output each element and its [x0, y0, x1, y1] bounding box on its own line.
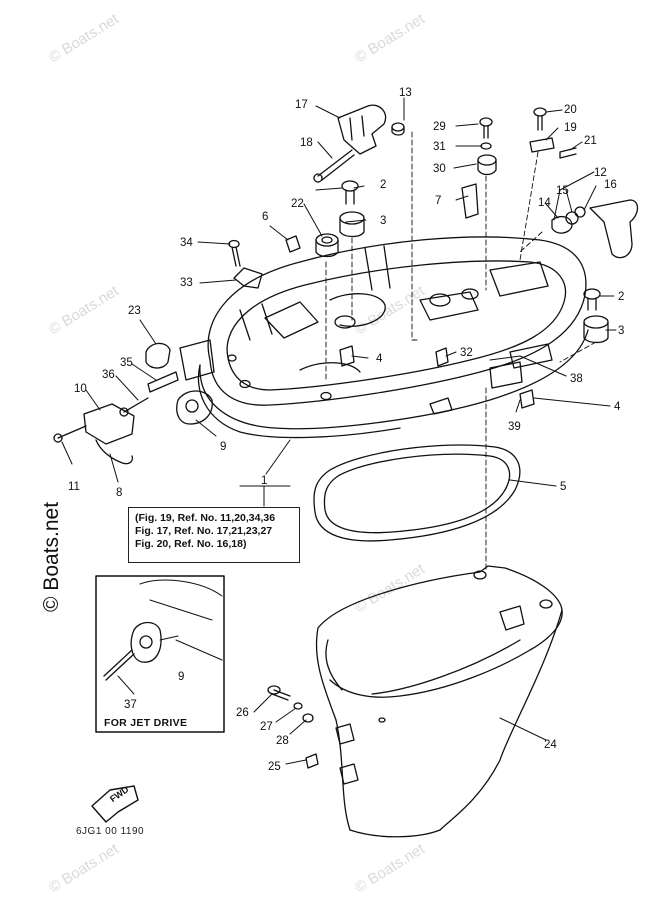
callout-16: 16: [604, 179, 617, 191]
callout-25: 25: [268, 761, 281, 773]
jet-drive-label: FOR JET DRIVE: [104, 717, 188, 729]
callout-11: 11: [68, 481, 80, 493]
drawing-code: 6JG1 00 1190: [76, 826, 145, 837]
callout-9-inset: 9: [178, 671, 184, 683]
callout-24: 24: [544, 739, 557, 751]
callout-12: 12: [594, 167, 607, 179]
bottom-cover: [315, 565, 563, 838]
callout-8: 8: [116, 487, 122, 499]
callout-28: 28: [276, 735, 289, 747]
callout-33: 33: [180, 277, 193, 289]
callout-3-right: 3: [618, 325, 624, 337]
callout-4-right: 4: [614, 401, 621, 413]
callout-35: 35: [120, 357, 133, 369]
callout-labels: 17 18 13 2 3 22 6 34 33 23 35 36 10 11 8…: [68, 87, 624, 773]
callout-5: 5: [560, 481, 566, 493]
jet-drive-inset: [95, 575, 225, 733]
callout-10: 10: [74, 383, 87, 395]
callout-19: 19: [564, 122, 577, 134]
alignment-lines: [325, 131, 597, 571]
callout-37: 37: [124, 699, 137, 711]
callout-7: 7: [435, 195, 441, 207]
callout-6: 6: [262, 211, 268, 223]
callout-2: 2: [380, 179, 386, 191]
note-line: Fig. 17, Ref. No. 17,21,23,27: [135, 525, 273, 537]
note-line: Fig. 20, Ref. No. 16,18): [135, 538, 247, 550]
bottom-cowling: [179, 236, 589, 439]
callout-26: 26: [236, 707, 249, 719]
callout-4: 4: [376, 353, 383, 365]
leader-lines: [61, 97, 617, 765]
hardware-parts: [53, 104, 639, 769]
callout-9: 9: [220, 441, 226, 453]
callout-1: 1: [261, 475, 267, 487]
callout-34: 34: [180, 237, 193, 249]
callout-22: 22: [291, 198, 304, 210]
reference-note: (Fig. 19, Ref. No. 11,20,34,36 Fig. 17, …: [128, 507, 300, 563]
callout-30: 30: [433, 163, 446, 175]
callout-38: 38: [570, 373, 583, 385]
callout-17: 17: [295, 99, 308, 111]
callout-32: 32: [460, 347, 473, 359]
callout-21: 21: [584, 135, 597, 147]
callout-18: 18: [300, 137, 313, 149]
callout-15: 15: [556, 185, 569, 197]
callout-36: 36: [102, 369, 115, 381]
callout-31: 31: [433, 141, 446, 153]
callout-3: 3: [380, 215, 386, 227]
callout-20: 20: [564, 104, 577, 116]
callout-2-right: 2: [618, 291, 624, 303]
callout-39: 39: [508, 421, 521, 433]
callout-14: 14: [538, 197, 551, 209]
fwd-arrow: [91, 785, 139, 823]
callout-27: 27: [260, 721, 273, 733]
callout-13: 13: [399, 87, 412, 99]
note-line: (Fig. 19, Ref. No. 11,20,34,36: [135, 512, 276, 524]
callout-29: 29: [433, 121, 446, 133]
seal-ring: [313, 444, 521, 542]
callout-23: 23: [128, 305, 141, 317]
